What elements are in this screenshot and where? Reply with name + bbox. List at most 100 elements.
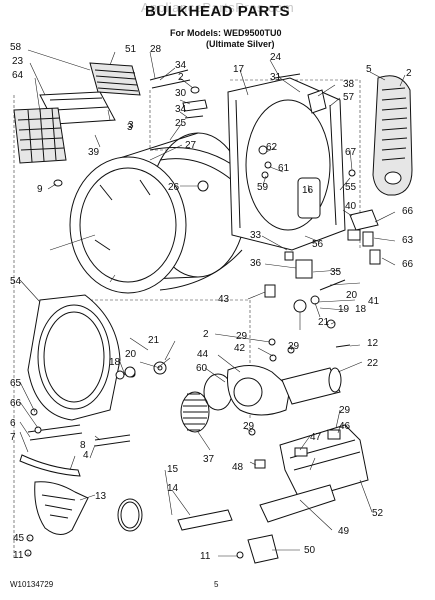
variant-line: (Ultimate Silver): [206, 39, 275, 49]
bracket-parts-34-2-30: [149, 69, 208, 119]
callout-label: 14: [167, 483, 179, 494]
callout-label: 26: [168, 182, 180, 193]
callout-label: 17: [233, 64, 245, 75]
callout-label: 30: [175, 88, 187, 99]
blower-wheel-part-37: [180, 391, 210, 433]
callout-label: 44: [197, 349, 209, 360]
heater-box-part-52: [279, 424, 369, 501]
callout-label: 29: [288, 341, 300, 352]
callout-label: 6: [10, 418, 16, 429]
callout-label: 25: [175, 118, 187, 129]
callout-label: 7: [10, 432, 16, 443]
callout-label: 60: [196, 363, 208, 374]
exhaust-duct-part-22: [281, 367, 342, 405]
callout-label: 61: [278, 163, 290, 174]
callout-label: 50: [304, 545, 316, 556]
callout-label: 52: [372, 508, 384, 519]
callout-label: 59: [257, 182, 269, 193]
callout-label: 35: [330, 267, 342, 278]
callout-label: 34: [175, 104, 187, 115]
callout-label: 11: [13, 550, 24, 561]
callout-label: 8: [80, 440, 86, 451]
belt-part-15: [117, 498, 143, 532]
callout-label: 34: [175, 60, 187, 71]
callout-label: 39: [88, 147, 100, 158]
callout-label: 46: [339, 421, 351, 432]
drum-roller-part-26: [197, 180, 209, 192]
callout-label: 11: [200, 551, 211, 562]
bracket-part-7: [19, 454, 81, 477]
callout-label: 29: [236, 331, 248, 342]
front-bulkhead-part-54: [27, 294, 136, 421]
support-part-4: [94, 434, 131, 447]
small-parts-29-42-12: [268, 338, 351, 362]
callout-label: 41: [368, 296, 380, 307]
callout-label: 24: [270, 52, 282, 63]
callout-label: 33: [250, 230, 262, 241]
bracket-part-50: [247, 534, 279, 564]
callout-label: 66: [10, 398, 22, 409]
rear-bulkhead-part-17: [227, 77, 346, 251]
callout-label: 45: [13, 533, 25, 544]
callout-label: 62: [266, 142, 278, 153]
watermark: AppliancePartsPros.com: [140, 0, 295, 15]
callout-label: 9: [37, 184, 43, 195]
callout-label: 51: [125, 44, 137, 55]
callout-label: 2: [178, 72, 184, 83]
callout-label: 2: [203, 329, 209, 340]
diagram-title: BULKHEAD PARTS: [144, 3, 291, 20]
idler-assembly-parts: [264, 251, 346, 329]
bracket-part-38-31: [274, 73, 327, 114]
callout-label: 20: [125, 349, 137, 360]
callout-label: 64: [12, 70, 24, 81]
callout-label: 36: [250, 258, 262, 269]
document-number: W10134729: [10, 580, 54, 589]
callout-label: 31: [270, 72, 282, 83]
callout-label: 47: [310, 432, 322, 443]
callout-label: 13: [95, 491, 107, 502]
callout-label: 48: [232, 462, 244, 473]
callout-label: 4: [83, 450, 89, 461]
leader-lines: [19, 49, 406, 557]
page-number: 5: [214, 580, 219, 589]
rollers-parts-18-20-21: [124, 361, 167, 378]
drum-part-27: [69, 132, 247, 294]
callout-label: 66: [402, 259, 414, 270]
callout-label: 18: [109, 357, 121, 368]
callout-label: 27: [185, 140, 197, 151]
callout-label: 65: [10, 378, 22, 389]
callout-label: 20: [346, 290, 358, 301]
heater-cover-part-49: [259, 484, 336, 523]
callout-label: 15: [167, 464, 179, 475]
callout-label: 21: [318, 317, 330, 328]
models-line: For Models: WED9500TU0: [170, 28, 282, 38]
callout-label: 2: [406, 68, 412, 79]
lint-screen-part-58: [89, 62, 141, 96]
lint-duct-part-13: [34, 481, 89, 535]
callout-label: 5: [366, 64, 372, 75]
blower-housing-part-44: [227, 365, 291, 416]
callout-labels: 58 51 28 23 64 34 2 30 34 25 17 24 31 38…: [10, 42, 414, 562]
guide-line: [230, 79, 361, 250]
callout-label: 67: [345, 147, 357, 158]
callout-label: 21: [148, 335, 160, 346]
callout-label: 38: [343, 79, 355, 90]
heater-duct-part-5: [372, 75, 413, 196]
lint-screen-part-64: [13, 107, 67, 164]
callout-label: 3: [128, 120, 134, 131]
callout-label: 29: [243, 421, 255, 432]
callout-label: 29: [339, 405, 351, 416]
callout-label: 23: [12, 56, 24, 67]
callout-label: 55: [345, 182, 357, 193]
callout-label: 12: [367, 338, 379, 349]
callout-label: 56: [312, 239, 324, 250]
screw-part-11-bottom: [236, 551, 244, 559]
callout-label: 28: [150, 44, 162, 55]
callout-label: 58: [10, 42, 22, 53]
callout-label: 16: [302, 185, 314, 196]
callout-label: 42: [234, 343, 246, 354]
callout-label: 22: [367, 358, 379, 369]
callout-label: 19: [338, 304, 350, 315]
callout-label: 63: [402, 235, 414, 246]
